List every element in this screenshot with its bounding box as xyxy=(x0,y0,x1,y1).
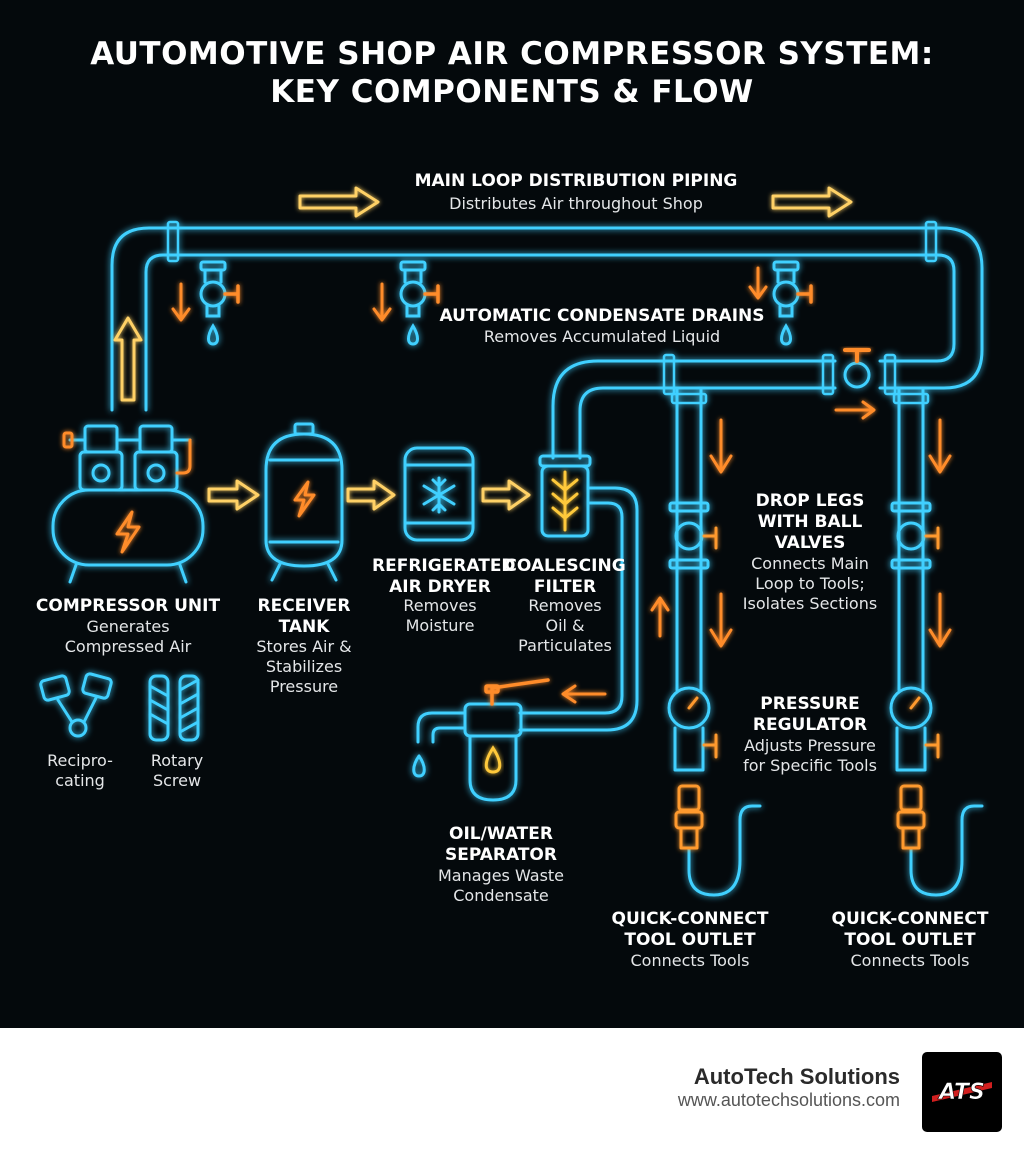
compressor-desc: Generates Compressed Air xyxy=(64,617,192,656)
regulator-heading: PRESSURE REGULATOR xyxy=(752,694,868,735)
coalescing-filter xyxy=(538,454,592,538)
rotary-screw-label: Rotary Screw xyxy=(150,751,204,790)
refrigerated-dryer xyxy=(403,446,475,542)
receiver-heading: RECEIVER TANK xyxy=(257,596,351,637)
compressor-bolt-icon xyxy=(62,431,192,554)
drains-heading: AUTOMATIC CONDENSATE DRAINS xyxy=(439,306,765,326)
dryer-desc: Removes Moisture xyxy=(403,596,477,635)
outlet-2-heading: QUICK-CONNECT TOOL OUTLET xyxy=(831,909,989,950)
receiver-bolt-icon xyxy=(293,480,316,518)
company-name: AutoTech Solutions xyxy=(693,1064,900,1089)
main-loop-heading: MAIN LOOP DISTRIBUTION PIPING xyxy=(414,171,738,191)
drains-desc: Removes Accumulated Liquid xyxy=(483,327,721,346)
reciprocating-icon xyxy=(39,672,113,738)
drain-valve-handles xyxy=(223,284,813,304)
outlet-hardware xyxy=(674,526,940,850)
title-line-2: KEY COMPONENTS & FLOW xyxy=(270,74,754,110)
outlet-2-desc: Connects Tools xyxy=(850,951,970,970)
separator-heading: OIL/WATER SEPARATOR xyxy=(445,824,557,865)
footer: AutoTech Solutions www.autotechsolutions… xyxy=(0,1028,1024,1154)
drop-legs-heading: DROP LEGS WITH BALL VALVES xyxy=(755,491,865,553)
outlet-1-heading: QUICK-CONNECT TOOL OUTLET xyxy=(611,909,769,950)
drop-legs-desc: Connects Main Loop to Tools; Isolates Se… xyxy=(742,554,878,613)
oil-water-separator xyxy=(412,702,523,802)
outlet-1-desc: Connects Tools xyxy=(630,951,750,970)
rotary-screw-icon xyxy=(148,674,200,742)
dryer-heading: REFRIGERATED AIR DRYER xyxy=(372,556,516,597)
diagram-canvas: AUTOMOTIVE SHOP AIR COMPRESSOR SYSTEM: K… xyxy=(0,0,1024,1028)
flow-diagram xyxy=(39,186,984,897)
separator-desc: Manages Waste Condensate xyxy=(437,866,565,905)
logo-text: ATS xyxy=(937,1080,985,1105)
compressor-unit xyxy=(51,424,205,584)
separator-valve-handle xyxy=(484,678,550,706)
reciprocating-label: Recipro- cating xyxy=(47,751,113,790)
receiver-desc: Stores Air & Stabilizes Pressure xyxy=(256,637,352,696)
compressor-heading: COMPRESSOR UNIT xyxy=(35,596,221,616)
flow-arrows xyxy=(113,186,952,704)
receiver-tank xyxy=(264,422,344,582)
main-loop-desc: Distributes Air throughout Shop xyxy=(449,194,703,213)
company-logo: ATS xyxy=(922,1052,1002,1132)
title-line-1: AUTOMOTIVE SHOP AIR COMPRESSOR SYSTEM: xyxy=(90,36,934,72)
separator-droplet-icon xyxy=(484,745,502,774)
filter-element-icon xyxy=(551,470,579,532)
regulator-desc: Adjusts Pressure for Specific Tools xyxy=(743,736,877,775)
filter-desc: Removes Oil & Particulates xyxy=(518,596,612,655)
drop-leg-hardware xyxy=(667,501,984,897)
company-url[interactable]: www.autotechsolutions.com xyxy=(677,1090,900,1110)
loop-valve-handle xyxy=(843,348,871,363)
filter-heading: COALESCING FILTER xyxy=(504,556,626,597)
